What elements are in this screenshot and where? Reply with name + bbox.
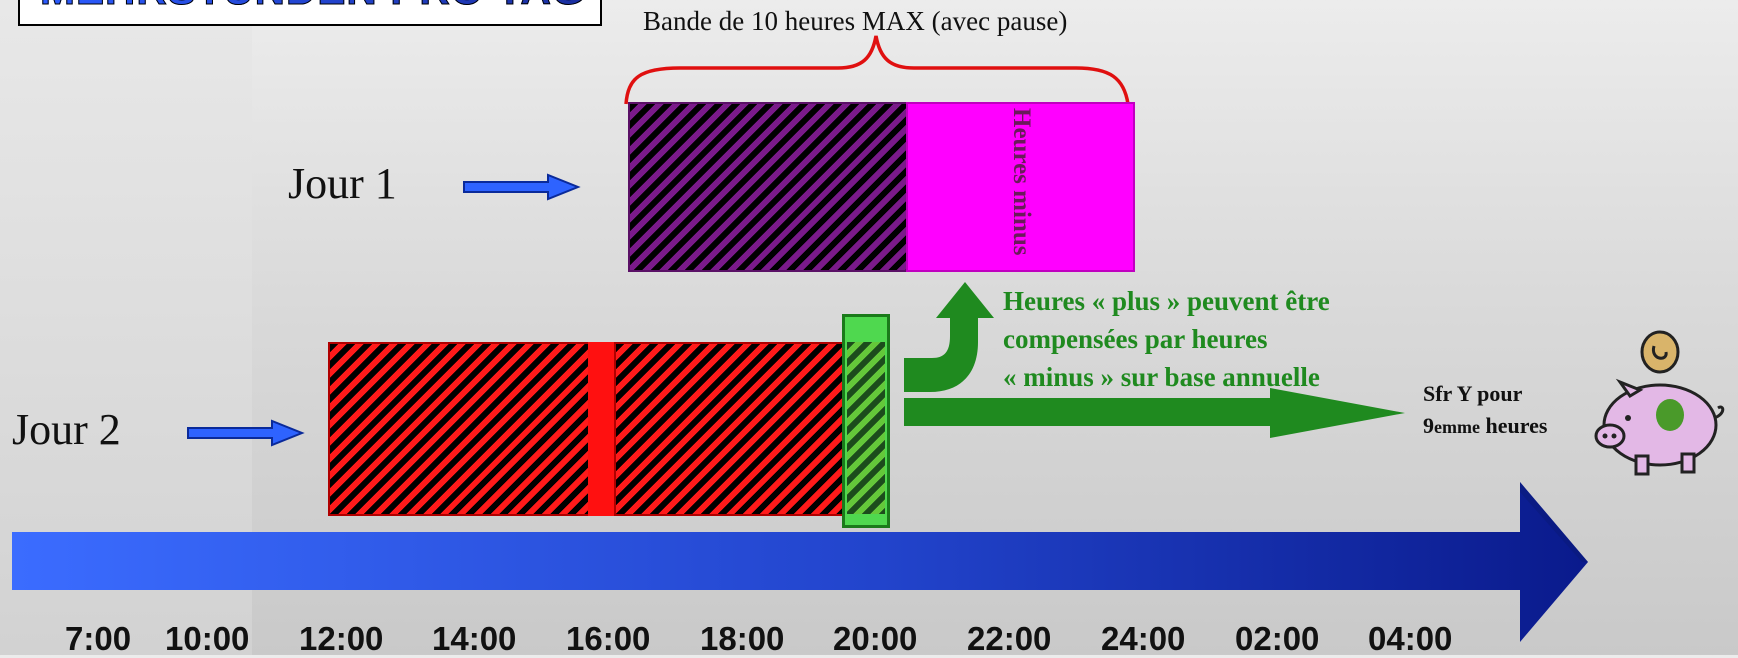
timeline-arrow [12,482,1588,642]
payment-note: Sfr Y pour 9emme heures [1423,378,1593,443]
compensation-note-line-3: « minus » sur base annuelle [1003,362,1320,392]
jour2-hatched-block-1 [328,342,590,516]
heures-minus-label: Heures minus [1008,108,1035,256]
compensation-note: Heures « plus » peuvent être compensées … [1003,282,1423,396]
jour2-pause-block [588,342,616,516]
heures-minus-block [906,102,1135,272]
jour2-label: Jour 2 [12,405,121,454]
timeline-tick: 24:00 [1101,620,1186,657]
jour1-label: Jour 1 [288,159,397,208]
timeline-tick: 22:00 [967,620,1052,657]
compensation-note-line-2: compensées par heures [1003,324,1268,354]
timeline-tick: 02:00 [1235,620,1320,657]
jour2-arrow-icon [187,419,305,447]
green-straight-arrow [904,388,1405,438]
timeline-tick: 14:00 [432,620,517,657]
jour1-hatched-block [628,102,908,272]
timeline-tick: 12:00 [299,620,384,657]
timeline-tick: 16:00 [566,620,651,657]
payment-note-line-2: 9emme heures [1423,413,1548,438]
timeline-tick: 18:00 [700,620,785,657]
overtime-hatch [847,342,885,514]
piggy-bank-icon [1594,330,1725,476]
jour1-arrow-icon [463,173,581,201]
timeline-tick: 04:00 [1368,620,1453,657]
payment-note-line-1: Sfr Y pour [1423,381,1523,406]
curly-brace [624,35,1130,105]
timeline-tick: 10:00 [165,620,250,657]
timeline-tick: 20:00 [833,620,918,657]
green-curved-arrow [904,282,994,392]
page-title: MEHRSTUNDEN PRO TAG [40,0,586,14]
timeline-tick: 7:00 [65,620,132,657]
jour2-hatched-block-2 [614,342,844,516]
title-box: MEHRSTUNDEN PRO TAG [18,0,602,26]
brace-label: Bande de 10 heures MAX (avec pause) [643,6,1068,36]
compensation-note-line-1: Heures « plus » peuvent être [1003,286,1330,316]
